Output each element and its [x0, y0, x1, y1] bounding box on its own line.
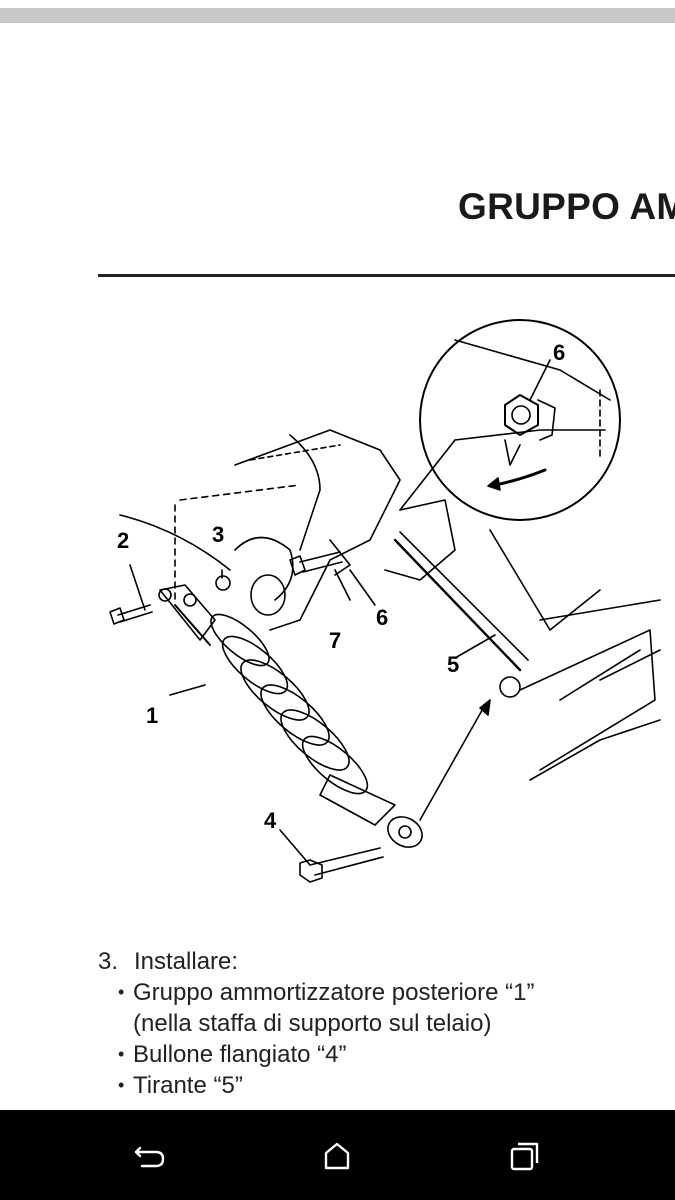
- shock-absorber-diagram: 1 2 3 4 5 6 6 7: [109, 319, 661, 883]
- home-button[interactable]: [319, 1138, 355, 1174]
- list-item-continuation: (nella staffa di supporto sul telaio): [118, 1008, 534, 1039]
- home-icon: [324, 1142, 350, 1170]
- callout-6-detail: 6: [553, 340, 565, 365]
- callout-6: 6: [376, 605, 388, 630]
- page-title: GRUPPO AM: [458, 186, 675, 227]
- callout-4: 4: [264, 808, 277, 833]
- callout-3: 3: [212, 522, 224, 547]
- android-nav-bar: [0, 1110, 675, 1200]
- step-text: Installare:: [134, 948, 239, 975]
- step-number: 3.: [98, 948, 119, 975]
- callout-1: 1: [146, 703, 158, 728]
- recents-icon: [510, 1142, 539, 1171]
- list-item: Bullone flangiato “4”: [118, 1039, 534, 1070]
- list-item-text: (nella staffa di supporto sul telaio): [133, 1010, 492, 1037]
- back-icon: [134, 1146, 165, 1168]
- back-button[interactable]: [132, 1138, 168, 1174]
- list-item: Gruppo ammortizzatore posteriore “1”: [118, 977, 534, 1008]
- step-heading: 3. Installare:: [98, 946, 534, 977]
- callout-2: 2: [117, 528, 129, 553]
- callout-7: 7: [329, 628, 341, 653]
- list-item: Tirante “5”: [118, 1070, 534, 1101]
- recents-button[interactable]: [507, 1138, 543, 1174]
- instruction-block: 3. Installare: Gruppo ammortizzatore pos…: [98, 946, 534, 1101]
- window-top-bar: [0, 8, 675, 23]
- callout-5: 5: [447, 652, 459, 677]
- step-bullet-list: Gruppo ammortizzatore posteriore “1” (ne…: [98, 977, 534, 1101]
- title-divider: [98, 274, 675, 277]
